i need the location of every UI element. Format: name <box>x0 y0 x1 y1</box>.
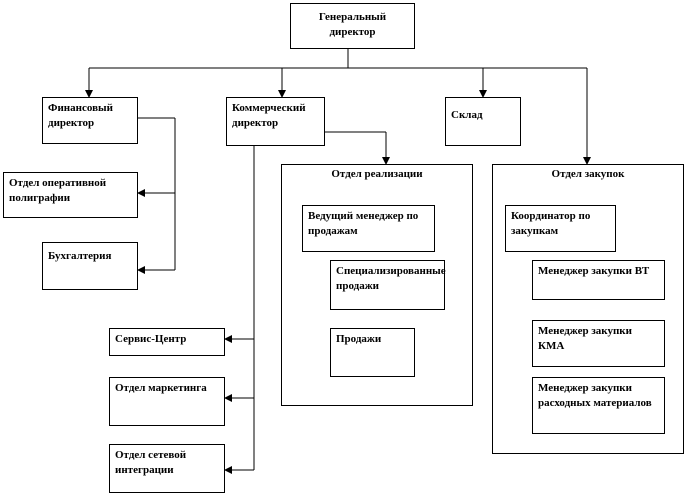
purchasing-manager-consumables-box: Менеджер закупки расходных материалов <box>532 377 665 434</box>
sales-box: Продажи <box>330 328 415 377</box>
service-center-label: Сервис-Центр <box>115 333 187 345</box>
purchasing-department-title: Отдел закупок <box>551 168 625 180</box>
specialized-sales-label: Специализированные продажи <box>336 265 446 292</box>
finance-director-box: Финансовый директор <box>42 97 138 144</box>
network-integration-department-box: Отдел сетевой интеграции <box>109 444 225 493</box>
warehouse-box: Склад <box>445 97 521 146</box>
commercial-director-label: Коммерческий директор <box>232 102 306 129</box>
purchasing-manager-vt-box: Менеджер закупки ВТ <box>532 260 665 300</box>
commercial-director-box: Коммерческий директор <box>226 97 325 146</box>
marketing-department-label: Отдел маркетинга <box>115 382 207 394</box>
general-director-box: Генеральный директор <box>290 3 415 49</box>
purchasing-manager-consumables-label: Менеджер закупки расходных материалов <box>538 382 652 409</box>
purchasing-manager-kma-label: Менеджер закупки КМА <box>538 325 632 352</box>
network-integration-department-label: Отдел сетевой интеграции <box>115 449 187 476</box>
lead-sales-manager-label: Ведущий менеджер по продажам <box>308 210 419 237</box>
operational-polygraphy-box: Отдел оперативной полиграфии <box>3 172 138 218</box>
warehouse-label: Склад <box>451 109 483 121</box>
purchasing-coordinator-box: Координатор по закупкам <box>505 205 616 252</box>
marketing-department-box: Отдел маркетинга <box>109 377 225 426</box>
lead-sales-manager-box: Ведущий менеджер по продажам <box>302 205 435 252</box>
purchasing-manager-vt-label: Менеджер закупки ВТ <box>538 265 650 277</box>
finance-director-label: Финансовый директор <box>48 102 113 129</box>
accounting-box: Бухгалтерия <box>42 242 138 290</box>
accounting-label: Бухгалтерия <box>48 250 112 262</box>
purchasing-coordinator-label: Координатор по закупкам <box>511 210 591 237</box>
service-center-box: Сервис-Центр <box>109 328 225 356</box>
general-director-label: Генеральный директор <box>318 11 387 38</box>
sales-label: Продажи <box>336 333 382 345</box>
operational-polygraphy-label: Отдел оперативной полиграфии <box>9 177 107 204</box>
purchasing-manager-kma-box: Менеджер закупки КМА <box>532 320 665 367</box>
sales-department-title: Отдел реализации <box>331 168 423 180</box>
specialized-sales-box: Специализированные продажи <box>330 260 446 310</box>
